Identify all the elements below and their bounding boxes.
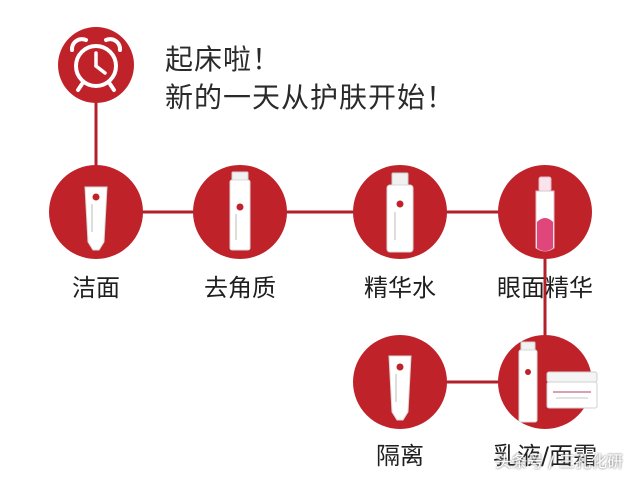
step-lotion-cream-circle [498, 335, 598, 429]
step-cleanser-circle [49, 165, 143, 259]
step-exfoliator-circle [193, 165, 287, 259]
step-essence-water-circle [353, 165, 447, 259]
step-primer-circle [353, 335, 447, 429]
alarm-clock-icon [58, 27, 134, 103]
step-label-lotion-cream: 乳液/面霜 [492, 442, 598, 470]
step-serum-circle [498, 165, 592, 259]
watermark: 头条号 / 三孔化研 [495, 452, 623, 471]
step-label-essence-water: 精华水 [364, 274, 436, 302]
step-label-serum: 眼面精华 [497, 274, 593, 302]
connector-lines [94, 95, 547, 384]
step-label-primer: 隔离 [376, 442, 424, 470]
step-label-exfoliator: 去角质 [204, 274, 276, 302]
headline-skincare-start: 新的一天从护肤开始！ [165, 81, 456, 114]
headline-wake-up: 起床啦！ [165, 43, 282, 76]
step-label-cleanser: 洁面 [72, 274, 120, 302]
